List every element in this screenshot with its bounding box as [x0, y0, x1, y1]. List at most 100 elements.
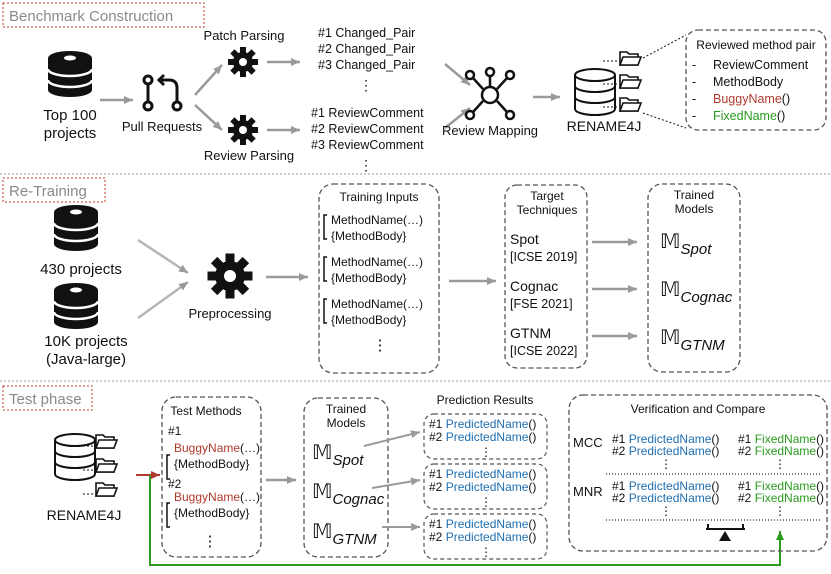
rename4j-test-label: RENAME4J: [47, 507, 122, 523]
pair-item-1: ReviewComment: [713, 58, 809, 72]
models-title-2: Models: [675, 202, 714, 216]
training-input-2-body: {MethodBody}: [331, 271, 406, 285]
pred-id: #1: [429, 417, 443, 431]
section-label-box-benchmark: [2, 2, 205, 28]
pred-id: #2: [429, 530, 443, 544]
predicted-name-text: PredictedName: [446, 530, 529, 544]
technique-gtnm-venue: [ICSE 2022]: [510, 344, 577, 358]
folder-icon-test: [95, 434, 118, 497]
mnr-fixed-1: #1 FixedName(): [738, 479, 824, 493]
buggy-name-suffix: (…): [240, 490, 260, 504]
projects-10k-label-2: (Java-large): [46, 351, 126, 368]
test-methods-box: [161, 396, 262, 558]
mnr-pred-1: #1 PredictedName(): [612, 479, 719, 493]
section-label-benchmark: Benchmark Construction: [9, 8, 173, 25]
fixed-name-text: FixedName: [755, 479, 817, 493]
test-method-2-id: #2: [168, 477, 182, 491]
review-comment-ellipsis: ⋮: [359, 157, 373, 173]
model-symbol: 𝕄: [312, 521, 333, 543]
mnr-pred-ellipsis: ⋮: [660, 504, 672, 518]
changed-pair-2: #2 Changed_Pair: [318, 42, 415, 56]
training-input-2: MethodName(…) {MethodBody}: [323, 255, 423, 285]
verification-box: [568, 394, 828, 552]
models-title-1: Trained: [674, 188, 714, 202]
verification-title: Verification and Compare: [631, 402, 766, 416]
top100-label-1: Top 100: [43, 107, 96, 124]
balance-scale-icon: [706, 524, 745, 541]
github-db-icon-10k: [52, 281, 100, 331]
test-model-cognac: 𝕄Cognac: [312, 481, 385, 508]
pred-gtnm-ellipsis: ⋮: [480, 545, 492, 559]
training-input-3-body: {MethodBody}: [331, 313, 406, 327]
changed-pair-ellipsis: ⋮: [359, 77, 373, 93]
section-label-retraining: Re-Training: [9, 183, 87, 200]
projects-10k-label-1: 10K projects: [44, 333, 127, 350]
target-techniques-box: [504, 184, 588, 369]
github-db-icon-430: [52, 203, 100, 253]
section-label-box-retraining: [2, 177, 106, 203]
preprocessing-label: Preprocessing: [188, 306, 271, 321]
mcc-pred-ellipsis: ⋮: [660, 457, 672, 471]
predicted-name-text: PredictedName: [629, 432, 712, 446]
training-input-1-name: MethodName(…): [331, 213, 423, 227]
call-suffix: (): [711, 444, 719, 458]
projects-430-label: 430 projects: [40, 261, 122, 278]
pred-spot-ellipsis: ⋮: [480, 445, 492, 459]
pred-id: #1: [738, 432, 752, 446]
call-suffix: (): [816, 479, 824, 493]
model-spot-sub: Spot: [681, 241, 713, 258]
fixed-name-text: FixedName: [713, 109, 777, 123]
reviewed-pair-box: [685, 29, 827, 131]
pair-item-4: FixedName(): [713, 109, 785, 123]
mcc-pred-2: #2 PredictedName(): [612, 444, 719, 458]
preprocessing-gear-icon: [207, 253, 253, 299]
training-inputs-ellipsis: ⋮: [373, 337, 388, 354]
training-input-2-name: MethodName(…): [331, 255, 423, 269]
section-label-box-test: [2, 385, 93, 411]
training-input-1-body: {MethodBody}: [331, 229, 406, 243]
fixed-name-suffix: (): [777, 109, 785, 123]
reviewed-pair-title: Reviewed method pair: [696, 38, 815, 52]
mcc-pred-1: #1 PredictedName(): [612, 432, 719, 446]
model-cognac: 𝕄Cognac: [660, 279, 733, 306]
model-gtnm: 𝕄GTNM: [660, 327, 725, 354]
test-models-title-2: Models: [327, 416, 366, 430]
rename4j-db-icon: [574, 68, 616, 116]
predicted-name-text: PredictedName: [446, 480, 529, 494]
pred-id: #1: [612, 432, 626, 446]
test-method-1-id: #1: [168, 424, 182, 438]
rename4j-label: RENAME4J: [567, 118, 642, 134]
technique-spot-venue: [ICSE 2019]: [510, 250, 577, 264]
test-model-gtnm: 𝕄GTNM: [312, 521, 377, 548]
green-feedback-arrow: [149, 475, 784, 566]
mnr-fixed-ellipsis: ⋮: [774, 504, 786, 518]
pred-id: #1: [612, 479, 626, 493]
changed-pair-1: #1 Changed_Pair: [318, 26, 415, 40]
training-input-3-name: MethodName(…): [331, 297, 423, 311]
section-label-test: Test phase: [9, 391, 82, 408]
rename4j-db-icon-test: [54, 433, 96, 481]
model-gtnm-sub: GTNM: [681, 337, 726, 354]
model-cognac-sub: Cognac: [681, 289, 733, 306]
pred-spot-1: #1 PredictedName(): [429, 417, 536, 431]
model-spot: 𝕄Spot: [660, 231, 712, 258]
model-symbol: 𝕄: [312, 481, 333, 503]
buggy-name-suffix: (…): [240, 441, 260, 455]
changed-pair-3: #3 Changed_Pair: [318, 58, 415, 72]
call-suffix: (): [528, 517, 536, 531]
technique-cognac: Cognac: [510, 278, 558, 294]
buggy-name-text: BuggyName: [174, 490, 240, 504]
prediction-box-cognac: [423, 463, 548, 510]
fixed-name-text: FixedName: [755, 444, 817, 458]
call-suffix: (): [528, 480, 536, 494]
buggy-name-suffix: (): [782, 92, 790, 106]
mcc-fixed-1: #1 FixedName(): [738, 432, 824, 446]
pred-id: #2: [429, 430, 443, 444]
mnr-pred-2: #2 PredictedName(): [612, 491, 719, 505]
pull-requests-label: Pull Requests: [122, 119, 203, 134]
pred-id: #1: [738, 479, 752, 493]
pred-cognac-ellipsis: ⋮: [480, 495, 492, 509]
trained-models-box: [647, 183, 741, 373]
pair-dash-1: -: [692, 58, 696, 72]
test-model-spot-sub: Spot: [333, 452, 365, 469]
